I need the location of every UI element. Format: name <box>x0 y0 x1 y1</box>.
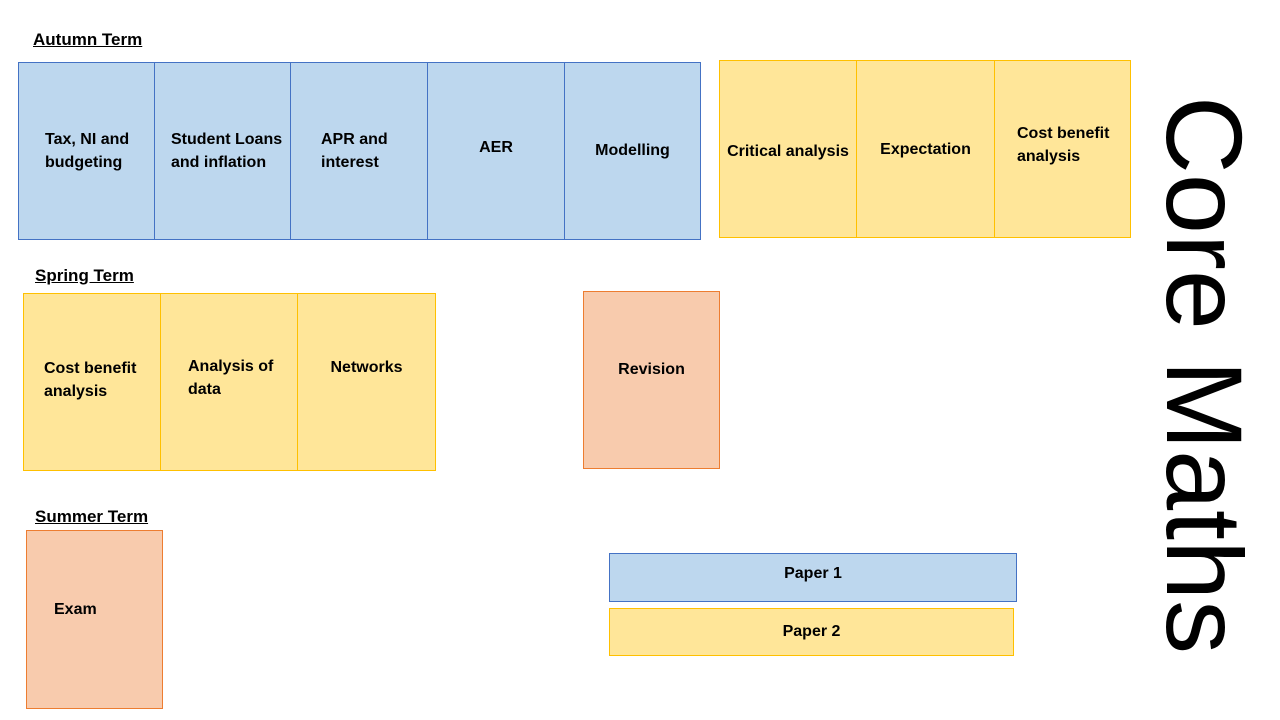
topic-label: Expectation <box>880 140 971 158</box>
topic-label: Tax, NI and budgeting <box>45 131 130 171</box>
topic-label: AER <box>479 138 513 156</box>
topic-label: Student Loans and inflation <box>171 131 283 171</box>
topic-label: Analysis of data <box>188 358 274 398</box>
revision-label: Revision <box>618 360 685 378</box>
spring-term-heading: Spring Term <box>35 266 134 285</box>
revision-box: Revision <box>583 291 720 469</box>
topic-box-networks: Networks <box>297 293 436 471</box>
topic-box-analysis-of-data: Analysis of data <box>160 293 298 471</box>
topic-box-spring-cost-benefit: Cost benefit analysis <box>23 293 161 471</box>
paper-1-label: Paper 1 <box>784 565 842 582</box>
topic-label: APR and interest <box>321 131 388 171</box>
topic-label: Cost benefit analysis <box>44 360 137 400</box>
core-maths-title: Core Maths <box>1144 95 1265 655</box>
topic-label: Networks <box>330 358 403 376</box>
topic-box-apr-interest: APR and interest <box>290 62 428 240</box>
topic-label: Cost benefit analysis <box>1017 125 1110 165</box>
topic-box-tax-ni-budgeting: Tax, NI and budgeting <box>18 62 155 240</box>
paper-1-bar: Paper 1 <box>609 553 1017 602</box>
autumn-term-heading: Autumn Term <box>33 30 143 49</box>
exam-label: Exam <box>54 601 97 618</box>
topic-box-critical-analysis: Critical analysis <box>719 60 857 238</box>
paper-2-label: Paper 2 <box>782 623 841 640</box>
topic-box-student-loans: Student Loans and inflation <box>154 62 291 240</box>
paper-2-bar: Paper 2 <box>609 608 1014 656</box>
topic-box-modelling: Modelling <box>564 62 701 240</box>
topic-box-expectation: Expectation <box>856 60 995 238</box>
topic-label: Modelling <box>595 141 670 159</box>
topic-label: Critical analysis <box>727 142 849 160</box>
summer-term-heading: Summer Term <box>35 507 149 526</box>
topic-box-aer: AER <box>427 62 565 240</box>
topic-box-cost-benefit-analysis: Cost benefit analysis <box>994 60 1131 238</box>
exam-box: Exam <box>26 530 163 709</box>
